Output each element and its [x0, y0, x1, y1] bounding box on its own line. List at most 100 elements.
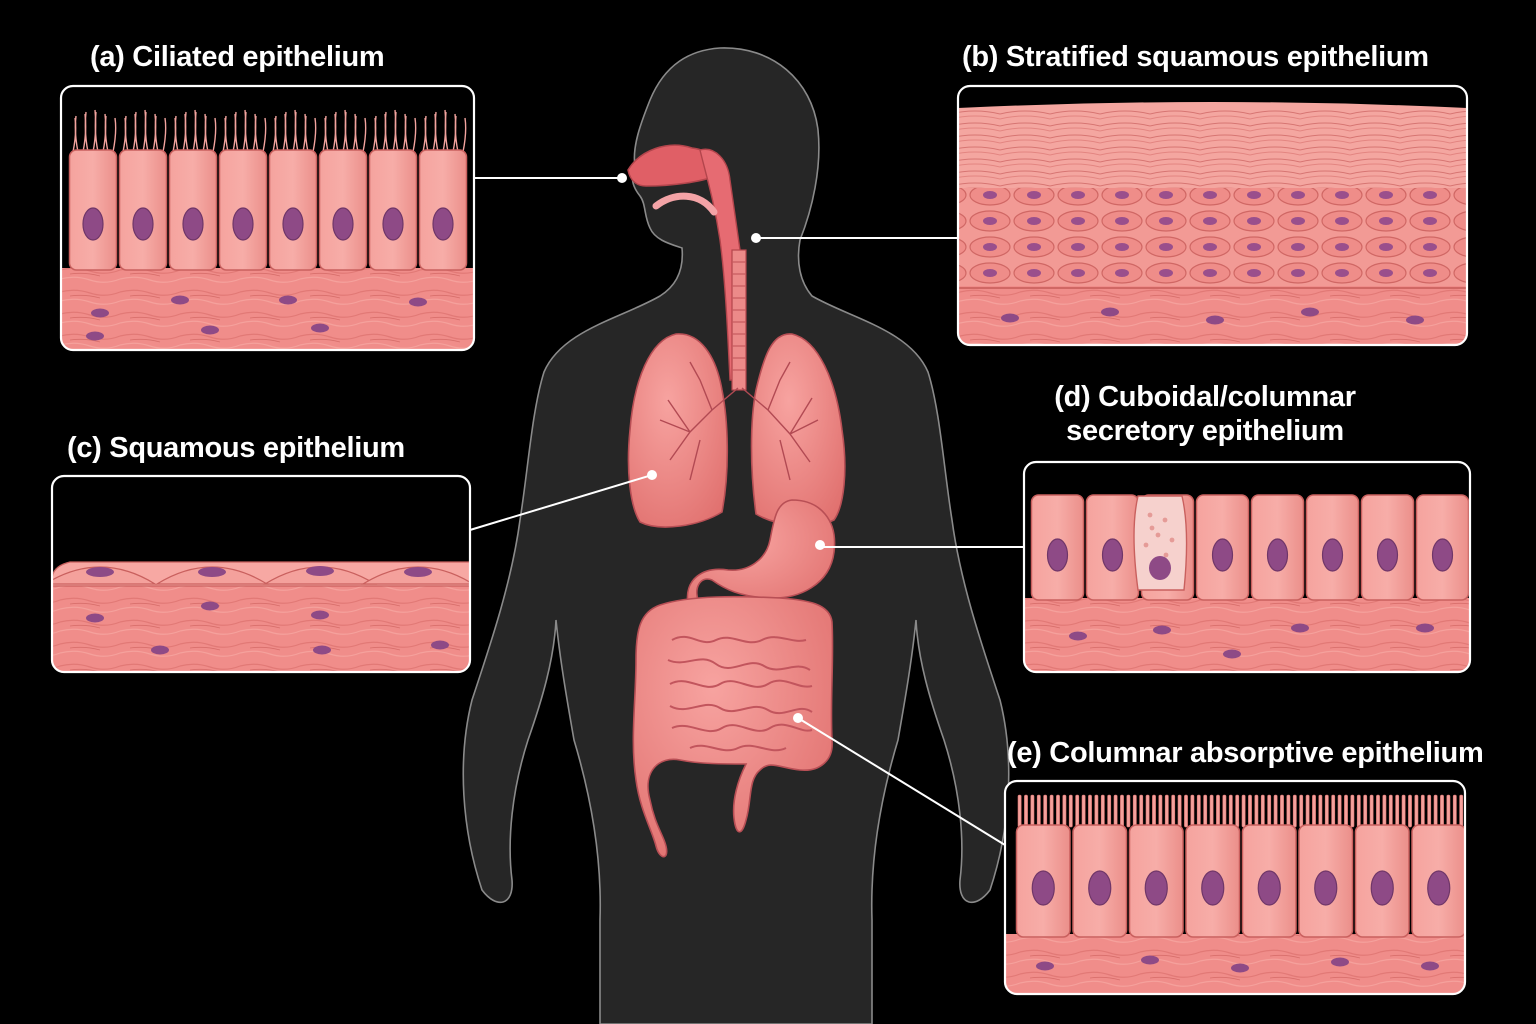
secretory-nucleus: [1431, 538, 1454, 572]
connective-nucleus: [86, 331, 104, 341]
panel-squamous: [50, 474, 472, 674]
cilium: [294, 111, 299, 153]
connective-nucleus: [1036, 961, 1054, 971]
cilium: [84, 111, 89, 153]
cilium: [354, 115, 359, 153]
marker-dot-stomach: [815, 540, 825, 550]
microvillus: [1350, 794, 1355, 828]
microvillus: [1331, 794, 1336, 828]
connective-nucleus: [431, 640, 449, 650]
ciliated-nucleus: [282, 207, 304, 241]
cilium: [162, 117, 167, 153]
small-intestine: [667, 635, 813, 752]
absorptive-nucleus: [1370, 870, 1394, 906]
cilium: [312, 117, 317, 153]
label-secretory-line2: secretory epithelium: [1066, 415, 1344, 447]
absorptive-nucleus: [1088, 870, 1112, 906]
cilium: [234, 111, 239, 153]
connective-nucleus: [1291, 623, 1309, 633]
microvillus: [1254, 794, 1259, 828]
microvillus: [1267, 794, 1272, 828]
microvillus: [1459, 794, 1464, 828]
microvillus: [1427, 794, 1432, 828]
cilium: [454, 115, 459, 153]
absorptive-nucleus: [1314, 870, 1338, 906]
microvillus: [1164, 794, 1169, 828]
microvillus: [1280, 794, 1284, 828]
ciliated-cells: [68, 149, 468, 271]
microvillus: [1228, 794, 1233, 828]
panel-stratified-squamous: [956, 84, 1469, 347]
connective-nucleus: [1101, 307, 1119, 317]
connective-nucleus: [171, 295, 189, 305]
microvillus: [1452, 794, 1457, 828]
cilium: [394, 111, 399, 153]
microvillus: [1100, 794, 1105, 828]
ciliated-nucleus: [382, 207, 404, 241]
microvillus: [1382, 794, 1387, 828]
cilium: [334, 111, 339, 153]
microvillus: [1139, 794, 1144, 828]
microvillus: [1420, 794, 1425, 828]
connective-nuclei: [86, 601, 449, 655]
cilium: [384, 111, 389, 153]
cilium: [362, 117, 367, 153]
connective-nuclei: [1036, 955, 1439, 973]
absorptive-nucleus: [1031, 870, 1055, 906]
cilium: [304, 115, 309, 153]
microvillus: [1152, 794, 1156, 828]
microvillus: [1299, 794, 1304, 828]
cilium: [204, 115, 209, 153]
leader-line-c: [469, 474, 653, 531]
cilium: [374, 115, 379, 153]
cilium: [244, 111, 249, 153]
cilium: [174, 115, 179, 153]
cilium: [434, 111, 439, 153]
squamous-nucleus: [306, 566, 334, 576]
microvillus: [1177, 794, 1182, 828]
microvillus: [1094, 794, 1099, 828]
microvillus: [1446, 794, 1451, 828]
trachea: [731, 249, 747, 391]
microvillus: [1203, 794, 1208, 828]
microvillus: [1440, 794, 1444, 828]
absorptive-nucleus: [1257, 870, 1281, 906]
microvillus: [1369, 794, 1374, 828]
ciliated-nucleus: [82, 207, 104, 241]
absorptive-nucleus: [1427, 870, 1451, 906]
microvillus: [1235, 794, 1240, 828]
microvillus: [1324, 794, 1329, 828]
label-columnar-absorptive-epithelium: (e) Columnar absorptive epithelium: [1007, 737, 1484, 769]
microvillus: [1081, 794, 1086, 828]
cilium: [134, 111, 139, 153]
microvillus: [1248, 794, 1252, 828]
microvillus: [1120, 794, 1124, 828]
microvillus: [1337, 794, 1342, 828]
cilium: [462, 117, 467, 153]
microvillus: [1312, 794, 1316, 828]
microvillus: [1068, 794, 1073, 828]
connective-nucleus: [313, 645, 331, 655]
cilium: [274, 115, 279, 153]
connective-nucleus: [1001, 313, 1019, 323]
microvillus: [1216, 794, 1220, 828]
cilium: [74, 115, 79, 153]
leader-lines: [469, 177, 1024, 846]
squamous-cells: [52, 561, 470, 587]
microvillus: [1363, 794, 1368, 828]
body-silhouette: [462, 47, 1010, 1024]
microvillus: [1017, 794, 1022, 828]
secretory-granule: [1155, 532, 1161, 538]
cilium: [212, 117, 217, 153]
microvillus: [1395, 794, 1400, 828]
connective-nucleus: [1223, 649, 1241, 659]
connective-nucleus: [91, 308, 109, 318]
cilium: [124, 115, 129, 153]
microvillus: [1056, 794, 1060, 828]
microvillus: [1356, 794, 1361, 828]
cilium: [224, 115, 229, 153]
microvillus: [1286, 794, 1291, 828]
leader-line-e: [797, 717, 1006, 846]
connective-nuclei: [1069, 623, 1434, 659]
